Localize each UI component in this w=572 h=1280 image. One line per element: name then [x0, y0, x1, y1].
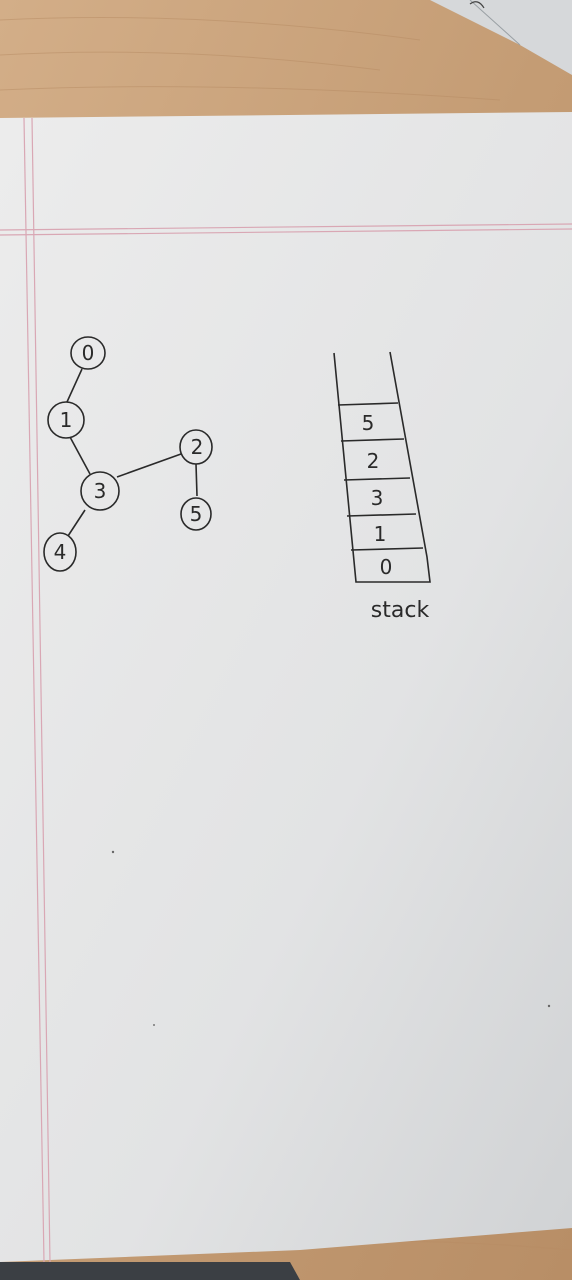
stack-cell-1: 2: [367, 449, 380, 473]
node-label-1: 1: [60, 408, 73, 432]
paper-speck-1: [111, 850, 115, 854]
paper-speck-2: [547, 1004, 551, 1008]
node-label-3: 3: [94, 479, 107, 503]
stack-cell-3: 1: [374, 522, 387, 546]
bottom-dark-strip: [0, 1262, 300, 1280]
node-3: [80, 471, 120, 511]
header-line-1: [0, 223, 572, 231]
node-5: [180, 497, 212, 531]
edge-2-5: [195, 463, 198, 497]
header-line-2: [0, 228, 572, 236]
node-label-4: 4: [54, 540, 67, 564]
node-0: [70, 336, 106, 370]
node-1: [47, 401, 85, 439]
edge-0-1: [66, 368, 83, 403]
stack-divider-3: [346, 513, 417, 517]
stack-labels: 5 2 3 1 0 stack: [362, 411, 430, 623]
stack-divider-1: [340, 438, 405, 442]
edge-3-4: [67, 509, 86, 537]
top-paper-corner: [430, 0, 572, 75]
graph-nodes: [43, 336, 213, 572]
stack-divider-0: [337, 402, 399, 406]
edge-1-3: [69, 436, 91, 475]
margin-line-left: [23, 117, 45, 1263]
notebook-page: [0, 112, 572, 1262]
node-label-5: 5: [190, 502, 203, 526]
stack-divider-2: [343, 477, 411, 481]
node-label-0: 0: [82, 341, 95, 365]
node-4: [43, 532, 77, 572]
stack-drawing: [333, 351, 431, 583]
paper-speck-3: [153, 1024, 155, 1026]
node-2: [179, 429, 213, 465]
stack-cell-2: 3: [371, 486, 384, 510]
edge-3-2: [116, 453, 182, 478]
stack-caption: stack: [371, 598, 430, 623]
margin-line-right: [31, 117, 51, 1263]
stack-cell-0: 5: [362, 411, 375, 435]
stack-cell-4: 0: [380, 555, 393, 579]
node-label-2: 2: [191, 435, 204, 459]
stack-divider-4: [350, 547, 424, 551]
graph-edges: [66, 368, 198, 537]
graph-labels: 0 1 3 2 5 4: [54, 341, 204, 564]
stack-walls: [333, 351, 431, 583]
